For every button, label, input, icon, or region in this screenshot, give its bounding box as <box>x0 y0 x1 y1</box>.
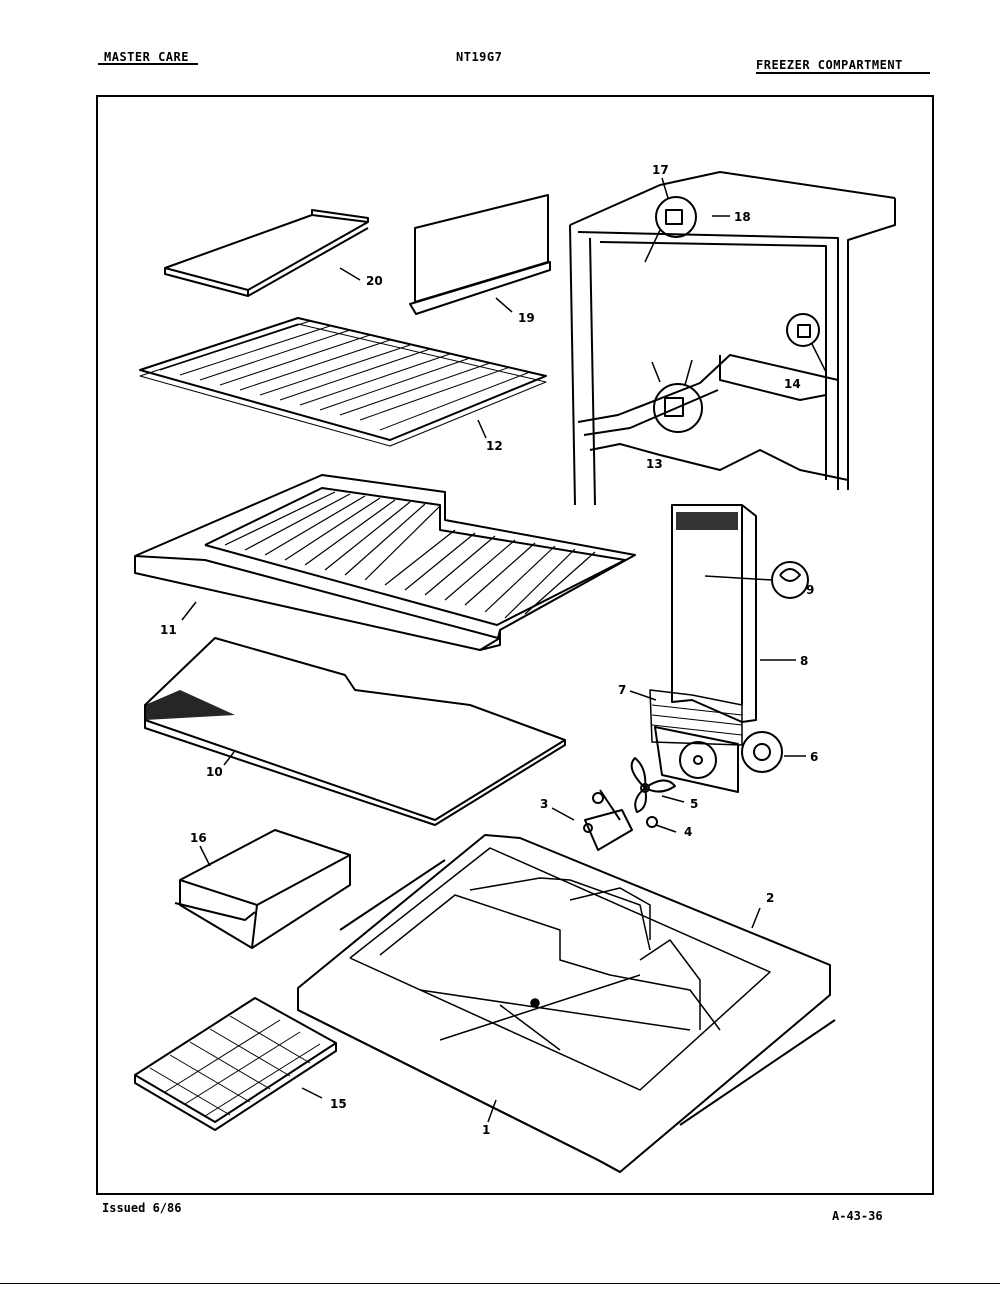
callout-15: 15 <box>330 1097 347 1111</box>
part-13-damper <box>653 383 703 433</box>
header-section: FREEZER COMPARTMENT <box>756 58 903 72</box>
callout-14: 14 <box>784 377 801 391</box>
callout-4: 4 <box>684 825 692 839</box>
callout-10: 10 <box>206 765 223 779</box>
header-model: NT19G7 <box>456 50 503 64</box>
part-11-grid-shelf <box>134 474 636 651</box>
callouts: 1 2 3 4 5 6 7 8 9 10 11 12 13 14 15 16 1… <box>160 163 818 1137</box>
callout-12: 12 <box>486 439 503 453</box>
callout-20: 20 <box>366 274 383 288</box>
callout-6: 6 <box>810 750 818 764</box>
part-4-bracket <box>646 816 658 828</box>
header-brand: MASTER CARE <box>104 50 189 64</box>
callout-3: 3 <box>540 797 548 811</box>
callout-18: 18 <box>734 210 751 224</box>
diagram-frame <box>96 95 934 1195</box>
part-1-evaporator-cover <box>379 877 721 1051</box>
part-12-wire-shelf <box>139 317 547 447</box>
callout-17: 17 <box>652 163 669 177</box>
part-15-ice-tray <box>134 997 337 1131</box>
callout-13: 13 <box>646 457 663 471</box>
part-20-shelf <box>164 209 369 297</box>
callout-2: 2 <box>766 891 774 905</box>
callout-5: 5 <box>690 797 698 811</box>
page-code: A-43-36 <box>832 1209 883 1223</box>
header-rule-left <box>98 63 198 65</box>
part-3-fan-motor <box>583 789 633 851</box>
issued-date: Issued 6/86 <box>102 1201 182 1215</box>
callout-7: 7 <box>618 683 626 697</box>
part-10-panel <box>144 637 566 826</box>
freezer-cabinet <box>569 171 896 506</box>
callout-1: 1 <box>482 1123 490 1137</box>
leader-lines <box>181 177 827 1123</box>
callout-9: 9 <box>806 583 814 597</box>
part-16-ice-bin <box>174 829 351 949</box>
part-14-fastener <box>786 313 820 347</box>
part-17-18-cap <box>655 196 697 238</box>
part-5-fan-blade <box>630 757 676 813</box>
callout-11: 11 <box>160 623 177 637</box>
callout-19: 19 <box>518 311 535 325</box>
bottom-rule <box>0 1283 1000 1284</box>
part-7-bracket <box>654 726 739 793</box>
part-9-light <box>771 561 809 599</box>
callout-8: 8 <box>800 654 808 668</box>
part-6-motor-grommet <box>741 731 783 773</box>
header-rule-right <box>756 72 930 74</box>
part-2-floor-pan <box>297 834 836 1173</box>
part-19-panel <box>409 194 551 315</box>
part-8-duct-cover <box>649 504 757 746</box>
callout-16: 16 <box>190 831 207 845</box>
